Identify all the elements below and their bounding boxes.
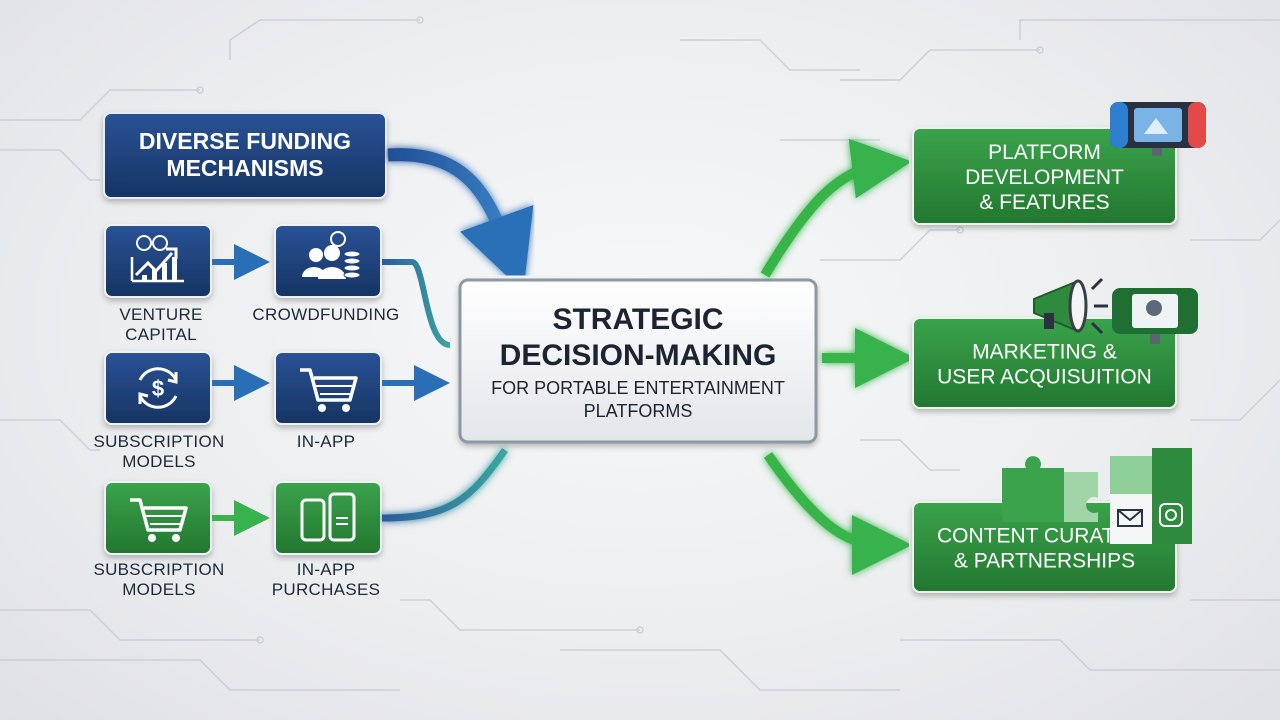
outcome-0-line-1: DEVELOPMENT [965, 166, 1124, 189]
puzzle-pieces-icon [1002, 448, 1192, 544]
svg-text:$: $ [152, 376, 164, 401]
label-venture-line2: CAPITAL [125, 325, 197, 344]
source-box-4 [104, 481, 212, 555]
arrow-purchases-to-center [381, 447, 508, 522]
funding-source-icons: $ [104, 224, 382, 555]
funding-header-line2: MECHANISMS [166, 155, 323, 181]
label-subscription-models-2: SUBSCRIPTION MODELS [84, 560, 234, 600]
console-screen-icon [1112, 288, 1198, 344]
outcome-0-line-2: & FEATURES [979, 191, 1109, 214]
source-box-3 [274, 351, 382, 425]
circuit-background [0, 16, 1280, 691]
center-decision-box [458, 278, 818, 444]
outcome-1-line-0: MARKETING & [972, 341, 1117, 364]
outcome-box-0 [912, 127, 1177, 225]
funding-header-line1: DIVERSE FUNDING [139, 128, 351, 154]
outcome-1-line-1: USER ACQUISUITION [937, 366, 1152, 389]
shopping-cart-icon [300, 368, 358, 412]
label-subscription2-line2: MODELS [122, 580, 196, 599]
outcome-arrows [760, 138, 915, 575]
outcome-2-line-0: CONTENT CURATION [937, 525, 1152, 548]
label-subscription-models-1: SUBSCRIPTION MODELS [84, 432, 234, 472]
label-inapp-line1: IN-APP [296, 432, 356, 451]
source-pair-arrows [212, 244, 270, 536]
label-crowdfunding: CROWDFUNDING [246, 305, 406, 325]
source-box-1 [274, 224, 382, 298]
label-in-app: IN-APP [266, 432, 386, 452]
arrow-to-platform [760, 138, 912, 278]
arrow-crowdfunding-to-center [382, 259, 451, 348]
shopping-cart-icon [130, 498, 188, 542]
dollar-chart-icon [130, 235, 184, 283]
center-subtitle-line1: FOR PORTABLE ENTERTAINMENT [491, 378, 785, 398]
center-title-line1: STRATEGIC [552, 303, 723, 336]
center-subtitle-line2: PLATFORMS [584, 401, 693, 421]
source-box-2 [104, 351, 212, 425]
label-subscription1-line1: SUBSCRIPTION [93, 432, 225, 451]
label-subscription1-line2: MODELS [122, 452, 196, 471]
label-venture-line1: VENTURE [119, 305, 203, 324]
label-purchases-line2: PURCHASES [271, 580, 381, 599]
funding-header-box [103, 112, 387, 199]
megaphone-icon [1033, 277, 1108, 335]
mobile-devices-icon [300, 492, 356, 542]
label-venture-capital: VENTURE CAPITAL [96, 305, 226, 345]
label-purchases-line1: IN-APP [296, 560, 356, 579]
crowd-money-icon [302, 231, 361, 279]
recurring-dollar-icon: $ [138, 367, 178, 409]
center-title-line2: DECISION-MAKING [500, 339, 777, 372]
source-box-5 [274, 481, 382, 555]
outcome-2-line-1: & PARTNERSHIPS [954, 550, 1135, 573]
arrow-header-to-center [387, 148, 534, 292]
label-crowdfunding-line1: CROWDFUNDING [252, 305, 400, 324]
label-subscription2-line1: SUBSCRIPTION [93, 560, 225, 579]
label-in-app-purchases: IN-APP PURCHASES [256, 560, 396, 600]
outcome-0-line-0: PLATFORM [988, 141, 1101, 164]
handheld-console-icon [1110, 102, 1206, 156]
arrow-to-content [763, 452, 912, 575]
